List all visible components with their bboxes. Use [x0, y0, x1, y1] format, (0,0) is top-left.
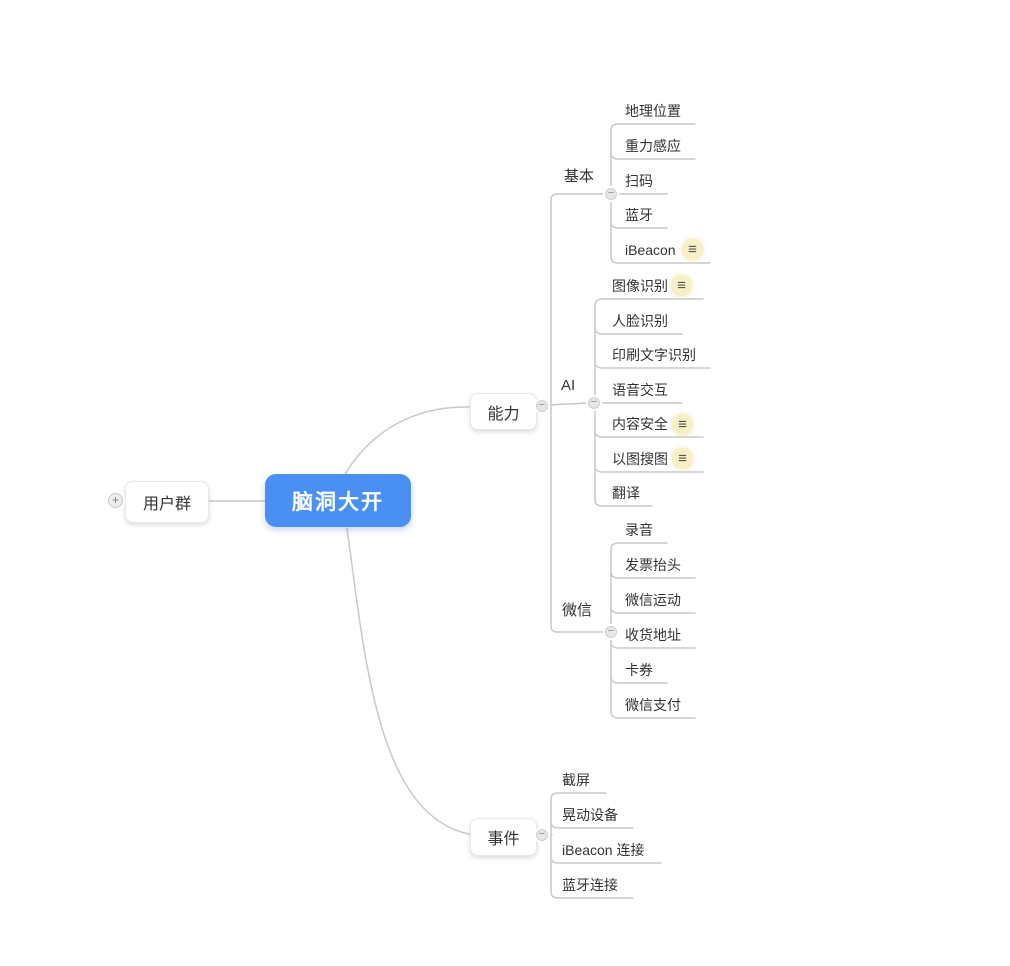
connector-ai-row6 — [594, 465, 704, 473]
node-screenshot[interactable]: 截屏 — [562, 772, 590, 788]
node-event[interactable]: 事件 — [470, 818, 537, 856]
node-geolocation[interactable]: 地理位置 — [625, 103, 681, 119]
connector-ai-row5 — [594, 430, 704, 438]
node-shipping-address[interactable]: 收货地址 — [625, 627, 681, 643]
node-gravity-sensor[interactable]: 重力感应 — [625, 138, 681, 154]
node-wechat[interactable]: 微信 — [562, 602, 593, 619]
node-image-recognition[interactable]: 图像识别 — [612, 278, 668, 294]
connector-wechat-row2 — [610, 571, 696, 579]
node-bluetooth-connect[interactable]: 蓝牙连接 — [562, 877, 618, 893]
node-ibeacon[interactable]: iBeacon — [625, 242, 676, 258]
connector-event-row2 — [550, 821, 634, 829]
connector-event-row3 — [550, 856, 662, 864]
connector-event-bus — [550, 792, 634, 899]
node-invoice-title[interactable]: 发票抬头 — [625, 557, 681, 573]
collapse-icon-event[interactable]: − — [536, 829, 548, 841]
node-capability[interactable]: 能力 — [470, 393, 537, 430]
connector-basic-row4 — [610, 221, 668, 229]
node-ai[interactable]: AI — [561, 377, 576, 394]
node-cards-coupons[interactable]: 卡券 — [625, 662, 653, 678]
node-recording[interactable]: 录音 — [625, 522, 653, 538]
connector-capability-bus — [550, 193, 606, 633]
connector-wechat-row4 — [610, 641, 696, 649]
node-translation[interactable]: 翻译 — [612, 485, 640, 501]
connector-root-capability — [343, 406, 470, 477]
node-content-safety[interactable]: 内容安全 — [612, 416, 668, 432]
connector-basic-row2 — [610, 152, 696, 160]
collapse-icon-basic[interactable]: − — [605, 188, 617, 200]
connector-wechat-row5 — [610, 676, 668, 684]
node-wechat-pay[interactable]: 微信支付 — [625, 697, 681, 713]
collapse-icon-capability[interactable]: − — [536, 400, 548, 412]
node-bluetooth[interactable]: 蓝牙 — [625, 207, 653, 223]
node-basic[interactable]: 基本 — [564, 168, 595, 185]
node-ibeacon-connect[interactable]: iBeacon 连接 — [562, 842, 645, 858]
connector-capability-ai — [547, 402, 589, 406]
notes-icon-image-search[interactable]: ≡ — [672, 448, 693, 469]
collapse-icon-ai[interactable]: − — [588, 397, 600, 409]
connector-root-event — [346, 527, 470, 835]
connector-wechat-row3 — [610, 606, 696, 614]
root-topic[interactable]: 脑洞大开 — [265, 474, 411, 527]
node-user-group[interactable]: 用户群 — [125, 481, 209, 523]
node-face-recognition[interactable]: 人脸识别 — [612, 313, 668, 329]
node-voice-interaction[interactable]: 语音交互 — [612, 382, 668, 398]
connector-ai-row2 — [594, 327, 683, 335]
notes-icon-ibeacon[interactable]: ≡ — [682, 239, 703, 260]
notes-icon-content-safety[interactable]: ≡ — [672, 414, 693, 435]
collapse-icon-wechat[interactable]: − — [605, 626, 617, 638]
node-image-search[interactable]: 以图搜图 — [612, 451, 668, 467]
node-printed-text-ocr[interactable]: 印刷文字识别 — [612, 347, 696, 363]
notes-icon-image-recognition[interactable]: ≡ — [671, 275, 692, 296]
node-wechat-sport[interactable]: 微信运动 — [625, 592, 681, 608]
node-shake-device[interactable]: 晃动设备 — [562, 807, 618, 823]
expand-icon-user-group[interactable]: + — [108, 493, 123, 508]
node-scan-code[interactable]: 扫码 — [625, 173, 653, 189]
connector-ai-row3 — [594, 361, 711, 369]
